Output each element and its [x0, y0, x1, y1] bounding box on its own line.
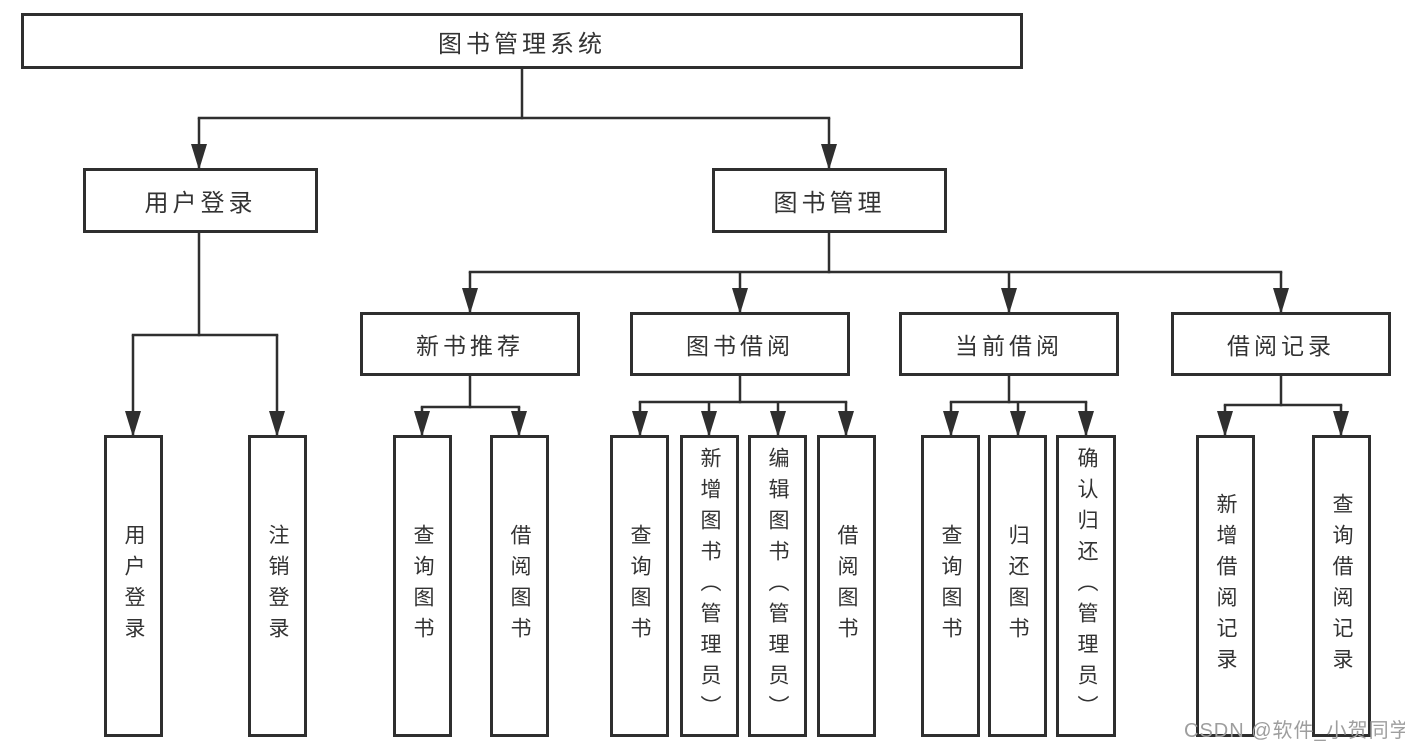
leaf-borrow-books-recommend: 借阅图书: [490, 435, 549, 737]
node-current-borrowing: 当前借阅: [899, 312, 1119, 376]
watermark: CSDN @软件_小贺同学: [1184, 720, 1405, 742]
leaf-edit-books-admin: 编辑图书（管理员）: [748, 435, 807, 737]
connector-records-children: [1217, 375, 1349, 437]
connector-current-children: [943, 375, 1094, 437]
node-user-login: 用户登录: [83, 168, 318, 233]
node-book-borrowing: 图书借阅: [630, 312, 850, 376]
leaf-query-books-recommend: 查询图书: [393, 435, 452, 737]
node-root-library-system: 图书管理系统: [21, 13, 1023, 69]
leaf-add-books-admin: 新增图书（管理员）: [680, 435, 739, 737]
connector-newbook-children: [414, 375, 527, 437]
leaf-logout: 注销登录: [248, 435, 307, 737]
node-borrowing-records: 借阅记录: [1171, 312, 1391, 376]
leaf-user-login: 用户登录: [104, 435, 163, 737]
leaf-query-books-current: 查询图书: [921, 435, 980, 737]
leaf-borrow-books: 借阅图书: [817, 435, 876, 737]
connector-bookmgmt-to-level3: [462, 232, 1289, 314]
node-new-book-recommend: 新书推荐: [360, 312, 580, 376]
leaf-add-borrow-record: 新增借阅记录: [1196, 435, 1255, 737]
leaf-confirm-return-admin: 确认归还（管理员）: [1056, 435, 1116, 737]
connector-root-to-level2: [191, 67, 837, 170]
node-book-management: 图书管理: [712, 168, 947, 233]
connector-borrowing-children: [632, 375, 854, 437]
connector-userlogin-children: [125, 232, 285, 437]
leaf-return-books: 归还图书: [988, 435, 1047, 737]
leaf-query-borrow-record: 查询借阅记录: [1312, 435, 1371, 737]
leaf-query-books-borrow: 查询图书: [610, 435, 669, 737]
